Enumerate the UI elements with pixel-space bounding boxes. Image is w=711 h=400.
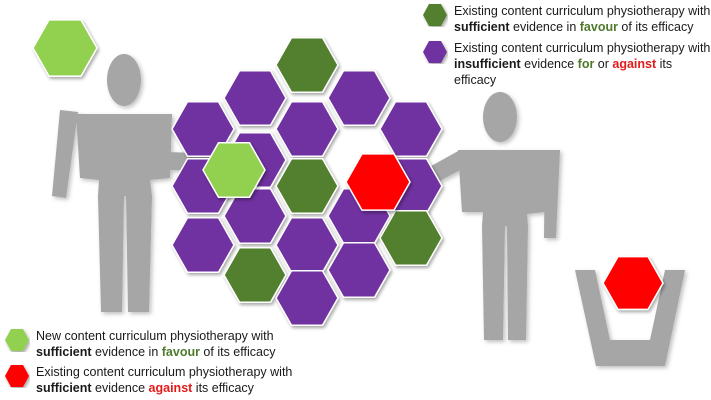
legend-bottom2-line1: Existing content curriculum physiotherap… [36,365,293,379]
legend-top1-mid: evidence in [509,20,580,34]
legend-bottom-sufficient-against: Existing content curriculum physiotherap… [4,364,292,396]
legend-bottom1-accent: favour [161,345,200,359]
light-green-hexagon-icon [5,329,29,351]
legend-bottom2-end: its efficacy [192,381,254,395]
legend-bottom1-mid: evidence in [91,345,162,359]
legend-bottom1-bold: sufficient [36,345,92,359]
purple-hexagon [327,241,391,299]
dark-green-hexagon [275,36,339,94]
legend-top2-mid2: or [594,57,613,71]
legend-top1-end: of its efficacy [617,20,694,34]
legend-bottom2-mid: evidence [91,381,149,395]
dark-green-hexagon [379,209,443,267]
trash-bin [575,270,685,366]
legend-top1-line1: Existing content curriculum physiotherap… [454,4,711,18]
purple-hexagon-icon [423,41,447,63]
legend-bottom1-line1: New content curriculum physiotherapy wit… [36,329,274,343]
purple-hexagon [275,100,339,158]
dark-green-hexagon [223,246,287,304]
purple-hexagon [275,216,339,274]
purple-hexagon [223,187,287,245]
legend-top2-mid: evidence [520,57,578,71]
purple-hexagon [327,69,391,127]
red-hexagon [602,255,664,311]
purple-hexagon [223,69,287,127]
purple-hexagon [275,269,339,327]
legend-top2-accent-for: for [577,57,595,71]
purple-hexagon [171,216,235,274]
legend-top1-bold: sufficient [454,20,510,34]
red-hexagon [345,153,411,211]
legend-bottom-new-favour: New content curriculum physiotherapy wit… [4,328,275,360]
dark-green-hexagon-icon [423,4,447,26]
legend-top-insufficient: Existing content curriculum physiotherap… [422,40,711,88]
purple-hexagon [379,100,443,158]
legend-bottom2-bold: sufficient [36,381,92,395]
dark-green-hexagon [275,157,339,215]
legend-top1-accent: favour [579,20,618,34]
legend-top2-end: its efficacy [454,57,673,87]
hexagon-cluster [32,19,664,327]
light-green-hexagon [32,19,98,77]
legend-bottom1-end: of its efficacy [199,345,276,359]
legend-top2-accent-against: against [612,57,657,71]
legend-top2-bold: insufficient [454,57,521,71]
legend-bottom2-accent: against [148,381,193,395]
legend-top2-line1: Existing content curriculum physiotherap… [454,41,711,55]
red-hexagon-icon [5,365,29,387]
right-person-figure [388,92,560,340]
legend-top-sufficient-favour: Existing content curriculum physiotherap… [422,3,710,35]
light-green-hexagon [202,141,266,199]
